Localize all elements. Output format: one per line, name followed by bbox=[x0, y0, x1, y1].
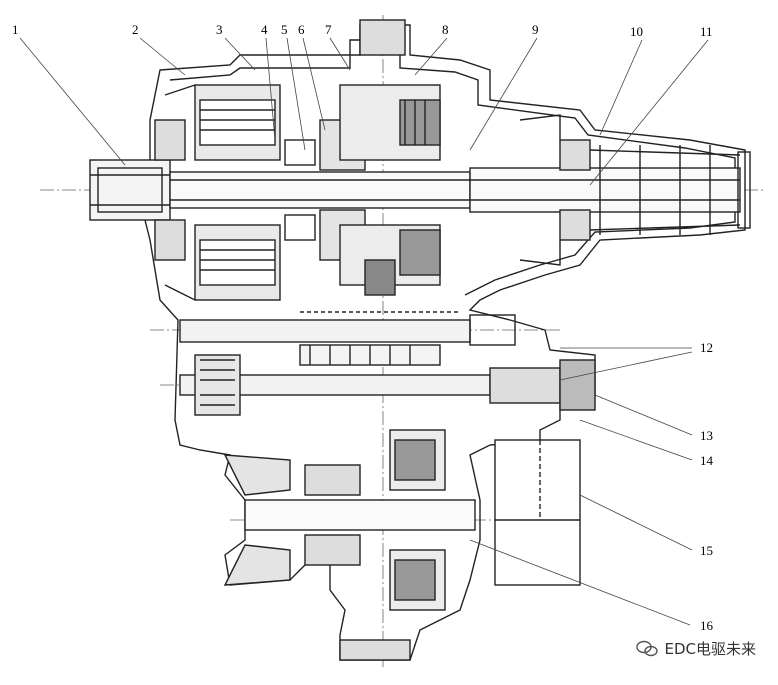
clutch-pack bbox=[194, 344, 441, 416]
rear-output bbox=[519, 114, 741, 266]
planetary-gearset bbox=[154, 84, 281, 301]
callout-11: 11 bbox=[700, 24, 713, 39]
callout-labels: 1 2 3 4 5 6 7 8 9 10 11 12 13 14 15 16 bbox=[12, 22, 714, 633]
callout-5: 5 bbox=[281, 22, 288, 37]
callout-4: 4 bbox=[261, 22, 268, 37]
callout-7: 7 bbox=[325, 22, 332, 37]
callout-3: 3 bbox=[216, 22, 223, 37]
leader-lines bbox=[19, 37, 709, 626]
callout-10: 10 bbox=[630, 24, 643, 39]
callout-6: 6 bbox=[298, 22, 305, 37]
callout-13: 13 bbox=[700, 428, 713, 443]
shift-rail bbox=[179, 311, 596, 411]
shift-motor bbox=[494, 439, 581, 586]
callout-1: 1 bbox=[12, 22, 19, 37]
callout-12: 12 bbox=[700, 340, 713, 355]
main-shaft bbox=[169, 151, 751, 229]
callout-16: 16 bbox=[700, 618, 714, 633]
callout-8: 8 bbox=[442, 22, 449, 37]
input-shaft bbox=[89, 159, 171, 221]
watermark: EDC电驱未来 bbox=[636, 638, 756, 659]
top-lug bbox=[339, 19, 411, 661]
callout-14: 14 bbox=[700, 453, 714, 468]
drive-sprocket bbox=[339, 84, 441, 296]
wechat-icon bbox=[636, 640, 659, 656]
callout-2: 2 bbox=[132, 22, 139, 37]
front-output bbox=[223, 429, 476, 611]
watermark-text: EDC电驱未来 bbox=[664, 640, 756, 658]
callout-9: 9 bbox=[532, 22, 539, 37]
callout-15: 15 bbox=[700, 543, 713, 558]
